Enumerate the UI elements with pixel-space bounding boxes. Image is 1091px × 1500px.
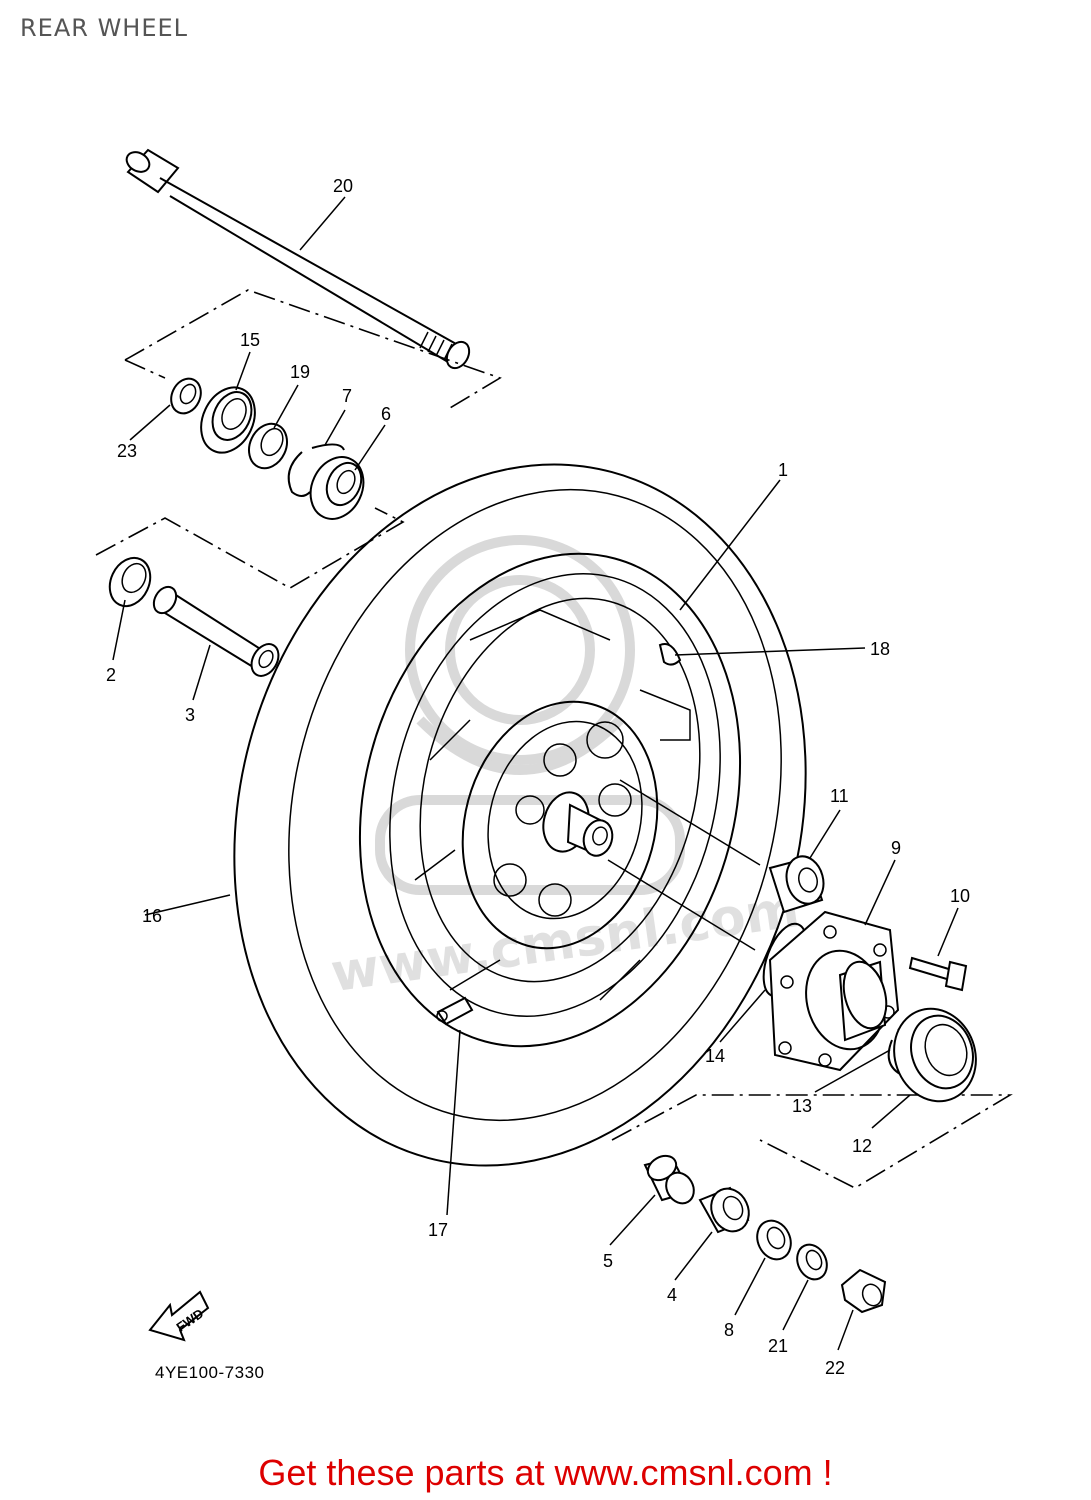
callout-12: 12 [852,1136,872,1156]
callout-16: 16 [142,906,162,926]
page-title: REAR WHEEL [20,14,189,42]
clutch-hub-9 [768,910,900,1072]
collar-3 [152,585,280,677]
valve-17 [436,996,474,1026]
washer-21 [796,1243,828,1281]
group-bracket-upper [124,289,502,409]
axle-part [125,148,471,370]
watermark-text: www.cmsnl.com [327,879,803,1004]
leader-lines [112,196,959,1351]
nut-22 [840,1268,887,1314]
callout-4: 4 [667,1285,677,1305]
callout-17: 17 [428,1220,448,1240]
balance-weight-18 [658,643,682,666]
spacer-5 [643,1154,695,1205]
hub-center [542,791,614,857]
callout-6: 6 [381,404,391,424]
callout-1: 1 [778,460,788,480]
watermark-logo: www.cmsnl.com [327,535,803,1004]
washer-23 [170,377,202,415]
callout-11: 11 [830,786,849,806]
oil-seal-15 [200,386,256,454]
bolt-10 [908,956,968,992]
callout-13: 13 [792,1096,812,1116]
callout-18: 18 [870,639,890,659]
callout-23: 23 [117,441,137,461]
callout-3: 3 [185,705,195,725]
callout-labels: 20 15 19 7 6 23 2 3 1 18 11 9 10 14 13 1… [106,176,970,1378]
callout-2: 2 [106,665,116,685]
callout-8: 8 [724,1320,734,1340]
tire-16 [233,463,807,1167]
callout-19: 19 [290,362,310,382]
callout-7: 7 [342,386,352,406]
oil-seal-12 [893,1007,977,1103]
callout-14: 14 [705,1046,725,1066]
oil-seal-2 [108,556,152,608]
bearing-6 [309,456,365,520]
group-bracket-lower [611,1094,1013,1189]
callout-21: 21 [768,1336,788,1356]
forward-arrow-icon: FWD [148,1290,210,1342]
callout-15: 15 [240,330,260,350]
collar-4 [698,1186,750,1234]
callout-22: 22 [825,1358,845,1378]
callout-9: 9 [891,838,901,858]
group-bracket-left [95,507,405,589]
circlip-7 [287,443,345,497]
wheel-rim-1 [358,552,742,1048]
spacer-19 [248,422,288,470]
collar-11 [768,855,825,914]
diagram-code: 4YE100-7330 [155,1363,264,1382]
bearing-8 [756,1219,792,1261]
callout-5: 5 [603,1251,613,1271]
promo-link[interactable]: Get these parts at www.cmsnl.com ! [258,1452,833,1493]
callout-10: 10 [950,886,970,906]
callout-20: 20 [333,176,353,196]
rear-wheel-exploded-diagram: www.cmsnl.com [95,148,1013,1382]
